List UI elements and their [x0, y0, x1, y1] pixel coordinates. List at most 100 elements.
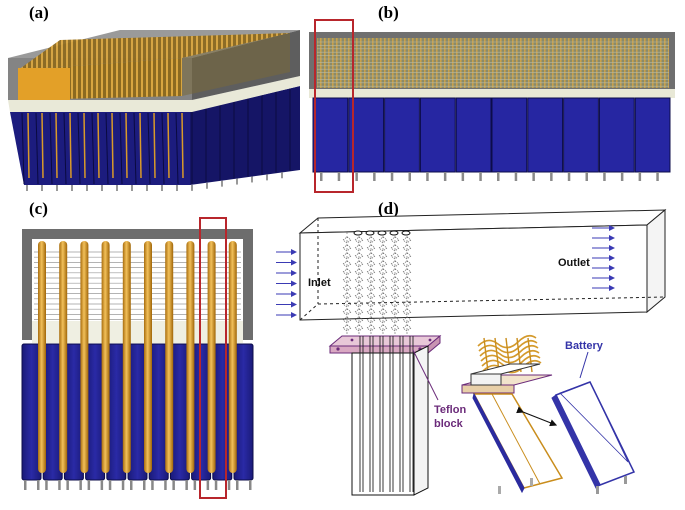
- fin-cell: [354, 252, 364, 260]
- fin-cell: [366, 276, 376, 284]
- fin-cell: [354, 308, 364, 316]
- fin-cell: [354, 244, 364, 252]
- pipe-cap: [377, 230, 387, 236]
- fin-cell: [390, 244, 400, 252]
- panel-c-terminal: [79, 480, 82, 490]
- fin-cell: [354, 276, 364, 284]
- fin-cell: [342, 324, 352, 332]
- fin-cell: [366, 236, 376, 244]
- fin-cell: [366, 316, 376, 324]
- panel-c-label: (c): [29, 199, 48, 218]
- fin-cell: [390, 252, 400, 260]
- panel-b-terminal: [532, 172, 535, 181]
- panel-a-cell-divider: [119, 112, 123, 185]
- fin-cell: [342, 276, 352, 284]
- panel-c-fins: [34, 251, 241, 320]
- panel-a-pipe-segment: [125, 112, 128, 179]
- panel-c-terminal: [66, 480, 69, 490]
- panel-b-terminal: [567, 172, 571, 181]
- panel-b-terminal: [656, 172, 659, 181]
- panel-a-pipe-segment: [69, 112, 72, 179]
- fin-cell: [390, 292, 400, 300]
- fin-cell: [390, 260, 400, 268]
- outlet-label: Outlet: [558, 257, 590, 269]
- fin-cell: [366, 308, 376, 316]
- panel-a-teflon-plate: [8, 76, 300, 112]
- exploded-view-arrow: [516, 406, 558, 427]
- panel-b-terminal: [550, 172, 553, 181]
- panel-a-cell-divider: [133, 112, 137, 185]
- panel-c-battery-cell: [233, 343, 254, 481]
- panel-c-terminal: [236, 480, 239, 490]
- fin-cell: [354, 284, 364, 292]
- fin-cell: [390, 316, 400, 324]
- panel-a-cell-divider: [63, 112, 67, 185]
- fin-cell: [354, 260, 364, 268]
- panel-a-pipe-segment: [27, 112, 30, 179]
- panel-b-terminal: [514, 172, 518, 181]
- panel-a-terminal: [86, 185, 88, 191]
- fin-cell: [402, 324, 412, 332]
- panel-c-terminal: [100, 480, 104, 490]
- inlet-label: Inlet: [308, 277, 331, 289]
- wind-tunnel-duct: [298, 208, 667, 321]
- panel-a-cell-divider: [147, 112, 151, 185]
- fin-cell: [366, 260, 376, 268]
- panel-b-highlight-box: [314, 19, 354, 193]
- panel-c-heat-pipe: [207, 241, 216, 473]
- panel-c-duct: [22, 229, 253, 340]
- panel-b-fin-wires: [317, 41, 669, 87]
- panel-a-terminal: [191, 184, 193, 191]
- panel-c-terminal: [58, 480, 61, 490]
- panel-c-terminal: [206, 480, 210, 490]
- panel-a-terminal: [131, 185, 133, 191]
- panel-c-heat-pipe: [165, 241, 174, 473]
- panel-c-terminal: [24, 480, 27, 490]
- panel-c-battery-cells: [21, 343, 254, 481]
- panel-a-terminal: [161, 185, 163, 191]
- fin-cell: [402, 244, 412, 252]
- fin-cell: [402, 284, 412, 292]
- panel-c-terminal: [227, 480, 231, 490]
- fin-cell: [378, 252, 388, 260]
- fin-cell: [402, 276, 412, 284]
- fin-cell: [378, 324, 388, 332]
- fin-cell: [342, 236, 352, 244]
- fin-cell: [354, 300, 364, 308]
- gold-coil-wire: [482, 359, 542, 374]
- fin-cell: [390, 236, 400, 244]
- panel-c-highlight-box: [199, 217, 227, 499]
- panel-d-label: (d): [378, 199, 399, 218]
- panel-b-battery-cells: [312, 97, 671, 173]
- fin-cell: [378, 292, 388, 300]
- fin-cell: [342, 244, 352, 252]
- fin-cell: [402, 292, 412, 300]
- fin-cell: [402, 308, 412, 316]
- panel-b-battery-cell: [634, 97, 671, 173]
- panel-c-terminal: [37, 480, 40, 490]
- panel-a-duct: [8, 30, 300, 100]
- panel-c-terminal: [172, 480, 175, 490]
- panel-c-heat-pipe: [38, 241, 46, 473]
- fin-cell: [402, 260, 412, 268]
- panel-a-label: (a): [29, 3, 49, 22]
- panel-c-terminal: [193, 480, 197, 490]
- fin-cell: [390, 284, 400, 292]
- fin-cell: [390, 300, 400, 308]
- panel-b-terminal: [638, 172, 642, 181]
- panel-b-battery-cell: [312, 97, 349, 173]
- panel-a-cell-divider: [105, 112, 109, 185]
- panel-a-terminal: [266, 174, 268, 181]
- panel-c-terminal: [108, 480, 112, 490]
- fin-cell: [378, 260, 388, 268]
- panel-a-pipe-segment: [41, 112, 44, 179]
- panel-a-cell-divider: [161, 112, 165, 185]
- panel-b-battery-cell: [527, 97, 564, 173]
- gold-cell-module: [461, 334, 564, 494]
- pipe-cap: [365, 230, 375, 236]
- fin-cell: [354, 324, 364, 332]
- panel-c-terminal: [87, 480, 91, 490]
- panel-a-cell-divider: [21, 112, 25, 185]
- panel-c-terminals: [24, 480, 252, 490]
- fin-cell: [390, 268, 400, 276]
